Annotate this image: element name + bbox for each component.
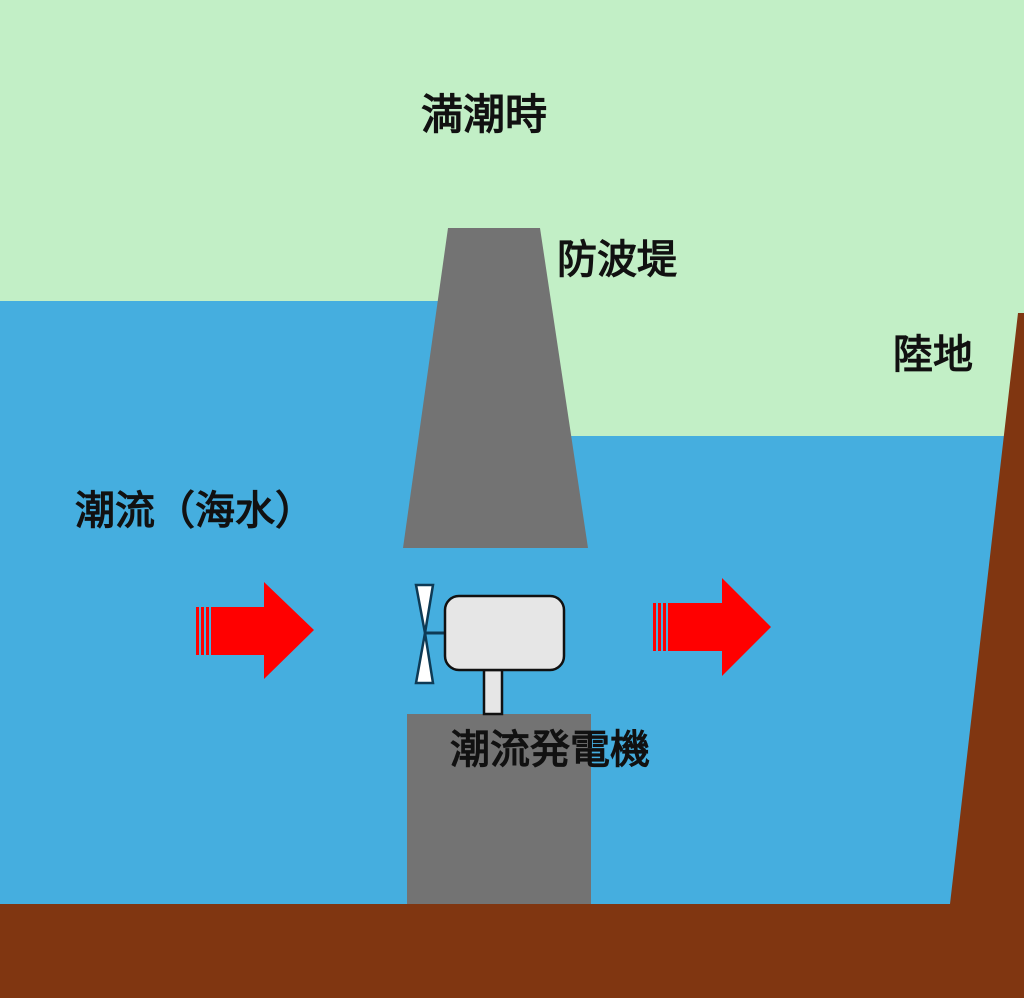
generator-post: [482, 668, 504, 716]
propeller-icon: [414, 583, 446, 685]
land-slope: [946, 313, 1024, 998]
flow-arrow-left-icon: [196, 582, 314, 679]
high-tide-label: 満潮時: [421, 90, 548, 139]
breakwater-upper: [403, 228, 588, 548]
flow-arrow-right-icon: [653, 578, 771, 676]
tidal-generator-label: 潮流発電機: [450, 727, 650, 773]
breakwater-label: 防波堤: [557, 237, 677, 283]
generator-body: [443, 594, 566, 672]
breakwater-lower: [407, 714, 591, 914]
land-label: 陸地: [893, 332, 973, 378]
tidal-current-label: 潮流（海水）: [75, 488, 315, 534]
sea-floor: [0, 904, 1024, 998]
